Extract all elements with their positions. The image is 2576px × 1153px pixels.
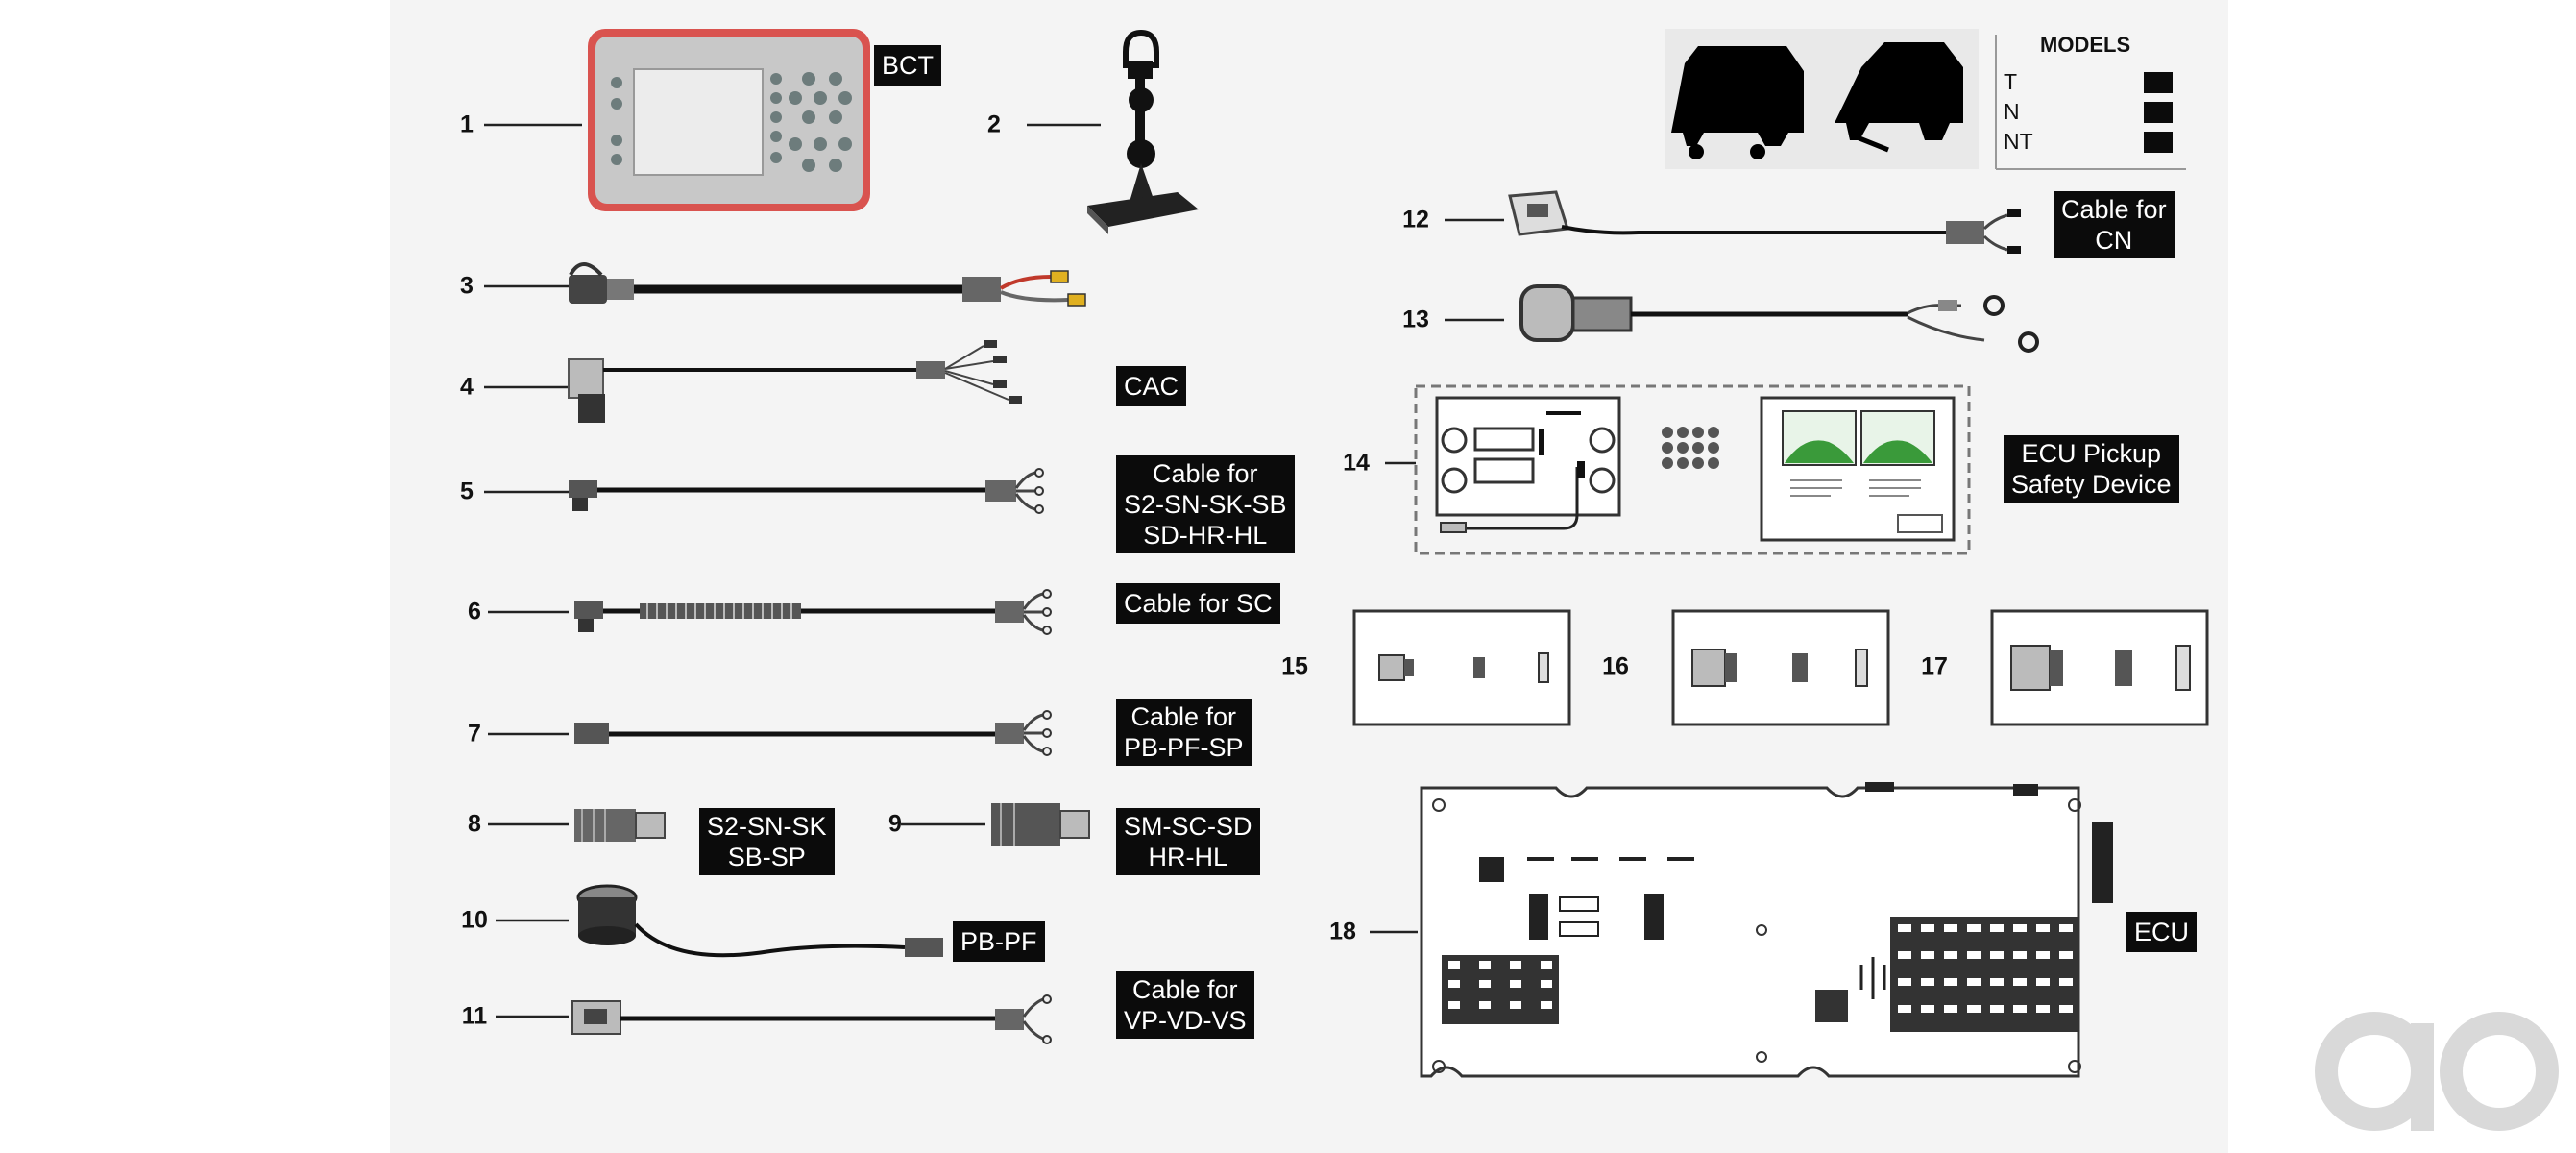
watermark-logo (2315, 1012, 2559, 1131)
sensor-8-drawing (574, 809, 666, 842)
bracket-drawing (1087, 29, 1199, 234)
part-number-9: 9 (888, 810, 902, 838)
label-cable-7: Cable for PB-PF-SP (1116, 699, 1252, 766)
label-cable-11: Cable for VP-VD-VS (1116, 971, 1254, 1039)
part-number-7: 7 (468, 720, 481, 748)
bct-terminal-drawing (588, 29, 870, 211)
part-number-13: 13 (1402, 306, 1429, 333)
part-number-10: 10 (461, 906, 488, 934)
label-safety-kit: ECU Pickup Safety Device (2004, 435, 2179, 503)
part-number-8: 8 (468, 810, 481, 838)
label-cable-5: Cable for S2-SN-SK-SB SD-HR-HL (1116, 455, 1295, 553)
model-marker-n (2144, 102, 2173, 123)
cable-7-drawing (574, 710, 1052, 756)
label-cable-6: Cable for SC (1116, 583, 1280, 624)
part-number-14: 14 (1343, 449, 1370, 477)
label-cac: CAC (1116, 366, 1187, 406)
models-illustration (1665, 29, 2186, 170)
part-number-17: 17 (1921, 652, 1948, 680)
part-number-5: 5 (460, 478, 474, 505)
label-ecu: ECU (2126, 912, 2198, 952)
label-bct: BCT (874, 45, 941, 86)
model-row-n: N (2004, 99, 2173, 129)
cable-5-drawing (569, 468, 1044, 514)
leader-lines (484, 123, 2029, 1018)
parts-sheet: 1 2 3 4 5 6 7 8 9 10 11 12 13 14 15 16 1… (390, 0, 2228, 1153)
part-number-6: 6 (468, 598, 481, 626)
part-number-11: 11 (461, 1002, 488, 1030)
part-number-18: 18 (1329, 918, 1356, 945)
models-legend: MODELS T N NT (2004, 33, 2173, 159)
part-number-2: 2 (987, 110, 1001, 138)
cable-6-drawing (574, 589, 1052, 635)
part-number-3: 3 (460, 272, 474, 300)
part-number-15: 15 (1281, 652, 1308, 680)
model-row-t: T (2004, 69, 2173, 99)
cable-4-drawing (568, 340, 1022, 423)
fitting-set-15-drawing (1352, 609, 1571, 726)
cable-11-drawing (571, 994, 1052, 1044)
model-marker-nt (2144, 132, 2173, 153)
cable-12-drawing (1508, 190, 2021, 254)
cable-13-drawing (1519, 284, 2039, 353)
sensor-9-drawing (991, 803, 1090, 846)
models-title: MODELS (2040, 33, 2131, 57)
ecu-board-drawing (1420, 782, 2113, 1078)
cable-3-drawing (569, 262, 1086, 307)
part-number-12: 12 (1402, 206, 1429, 233)
fitting-set-16-drawing (1671, 609, 1890, 726)
fitting-set-17-drawing (1990, 609, 2209, 726)
model-row-nt: NT (2004, 129, 2173, 159)
part-number-4: 4 (460, 373, 474, 401)
label-sensor-10: PB-PF (953, 921, 1045, 962)
label-sensor-9: SM-SC-SD HR-HL (1116, 808, 1260, 875)
parts-illustration (484, 29, 2209, 1078)
model-marker-t (2144, 72, 2173, 93)
label-cable-12: Cable for CN (2054, 191, 2175, 258)
label-sensor-8: S2-SN-SK SB-SP (699, 808, 835, 875)
safety-kit-drawing (1414, 384, 1971, 555)
part-number-1: 1 (460, 110, 474, 138)
part-number-16: 16 (1602, 652, 1629, 680)
sensor-10-drawing (576, 884, 943, 958)
